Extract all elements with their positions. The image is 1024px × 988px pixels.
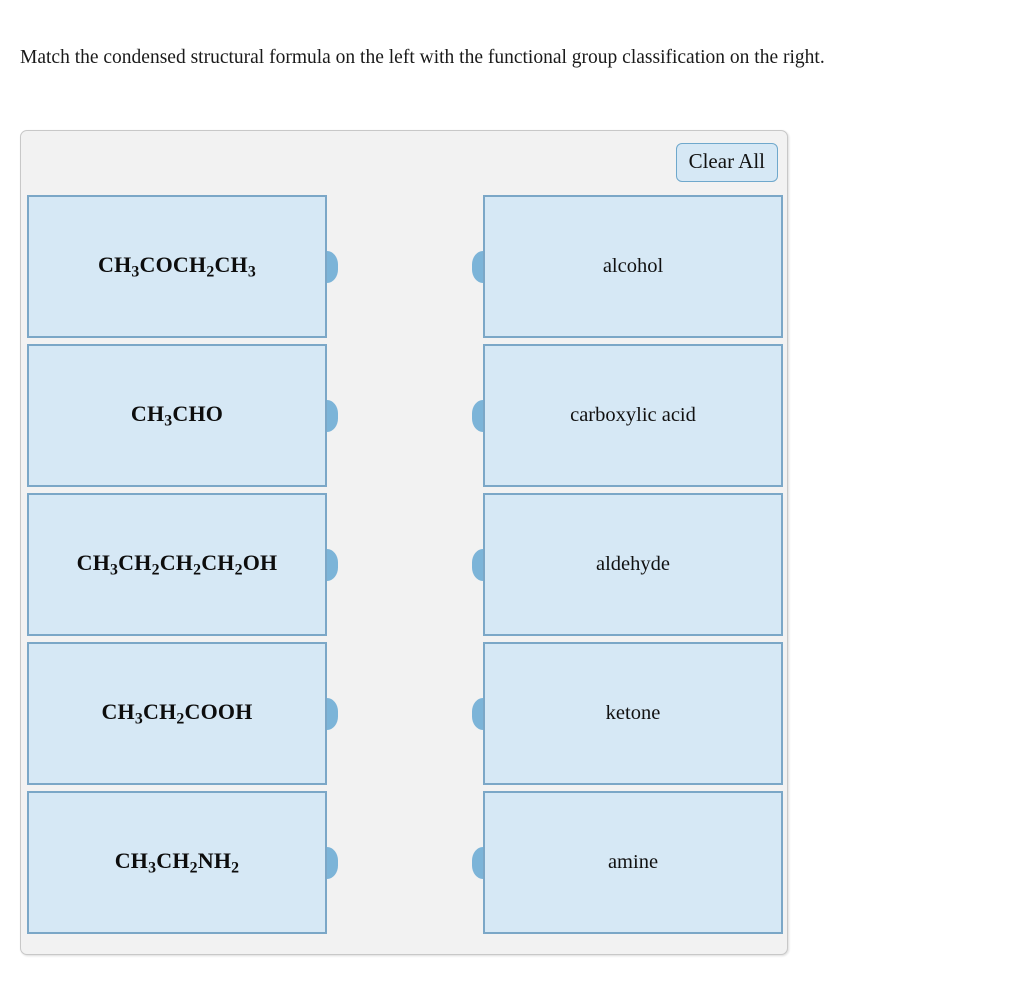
formula-tile[interactable]: CH3COCH2CH3 <box>27 195 338 338</box>
connector-knob-icon[interactable] <box>472 250 483 283</box>
formula-tile[interactable]: CH3CHO <box>27 344 338 487</box>
classification-tile[interactable]: aldehyde <box>472 493 783 636</box>
classification-tile[interactable]: amine <box>472 791 783 934</box>
formula-text: CH3CHO <box>130 400 224 430</box>
connector-knob-icon[interactable] <box>472 846 483 879</box>
connector-knob-icon[interactable] <box>327 697 338 730</box>
classification-label: ketone <box>605 702 661 724</box>
connector-knob-icon[interactable] <box>327 250 338 283</box>
classification-label: aldehyde <box>596 553 670 575</box>
widget-toolbar: Clear All <box>675 140 778 184</box>
classification-label: carboxylic acid <box>570 404 696 426</box>
formula-tile[interactable]: CH3CH2NH2 <box>27 791 338 934</box>
classification-label: amine <box>607 851 659 873</box>
connector-knob-icon[interactable] <box>472 697 483 730</box>
connector-knob-icon[interactable] <box>472 399 483 432</box>
classification-label: alcohol <box>602 255 664 277</box>
right-column-classifications: alcohol carboxylic acid aldehyde ketone … <box>472 195 783 934</box>
formula-text: CH3CH2COOH <box>101 698 253 728</box>
formula-text: CH3CH2NH2 <box>114 847 240 877</box>
classification-tile[interactable]: alcohol <box>472 195 783 338</box>
classification-tile[interactable]: ketone <box>472 642 783 785</box>
connector-knob-icon[interactable] <box>472 548 483 581</box>
connector-knob-icon[interactable] <box>327 399 338 432</box>
connector-knob-icon[interactable] <box>327 548 338 581</box>
clear-all-button[interactable]: Clear All <box>675 142 778 182</box>
matching-widget: Clear All CH3COCH2CH3 CH3CHO CH3CH2CH2CH… <box>20 130 788 955</box>
formula-text: CH3CH2CH2CH2OH <box>76 549 278 579</box>
connector-knob-icon[interactable] <box>327 846 338 879</box>
formula-text: CH3COCH2CH3 <box>98 251 256 281</box>
instruction-text: Match the condensed structural formula o… <box>20 47 825 68</box>
classification-tile[interactable]: carboxylic acid <box>472 344 783 487</box>
formula-tile[interactable]: CH3CH2CH2CH2OH <box>27 493 338 636</box>
formula-tile[interactable]: CH3CH2COOH <box>27 642 338 785</box>
left-column-formulas: CH3COCH2CH3 CH3CHO CH3CH2CH2CH2OH CH3CH2… <box>27 195 338 934</box>
